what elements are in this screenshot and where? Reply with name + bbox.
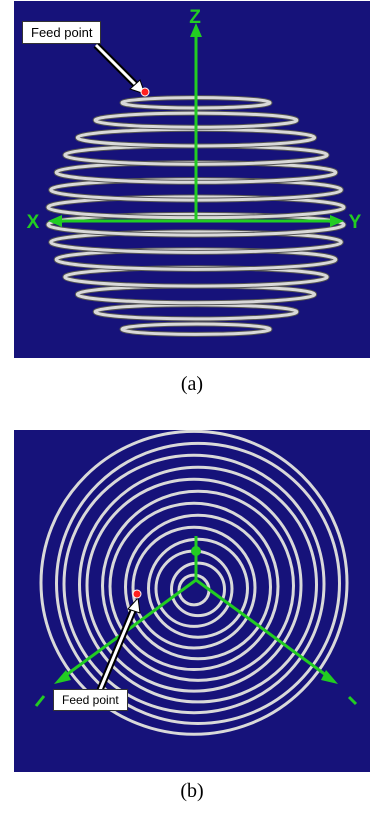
axes — [34, 536, 358, 707]
helix-wire — [39, 430, 349, 736]
helix-ring — [55, 441, 341, 725]
callout-arrow — [93, 42, 146, 95]
helix-ring — [131, 525, 257, 650]
top-view-canvas — [34, 430, 358, 736]
helix-turn — [75, 284, 317, 305]
helix-ring — [124, 513, 272, 661]
helix-ring — [147, 537, 249, 639]
y-arrow-icon — [330, 215, 344, 227]
callout-arrow — [96, 596, 141, 692]
y-axis-label: Y — [349, 212, 362, 233]
helix-turn — [63, 144, 329, 166]
helix-turn — [63, 266, 329, 288]
helix-turn — [54, 161, 338, 184]
axes: Z X Y — [27, 7, 362, 233]
x-arrow-icon — [48, 215, 62, 227]
side-view-canvas: Z X Y — [27, 7, 362, 337]
spherical-helix-side-view: Z X Y — [14, 1, 370, 358]
helix-turn — [46, 195, 346, 220]
helix-ring — [108, 501, 280, 672]
helix-turn — [75, 127, 317, 148]
helix-turn — [93, 111, 299, 129]
helix-turn — [93, 303, 299, 321]
helix-turn — [49, 178, 343, 202]
z-axis-end-icon — [191, 546, 201, 556]
helix-ring — [78, 465, 318, 704]
y-axis — [195, 578, 331, 680]
helix-ring — [62, 453, 326, 715]
caption-b: (b) — [180, 780, 204, 802]
helix-ring — [85, 477, 303, 693]
x-arrow-icon — [54, 670, 71, 684]
feed-point-marker — [132, 589, 142, 599]
helix-turn — [120, 96, 272, 110]
z-arrow-icon — [190, 23, 202, 37]
helix-turn — [120, 322, 272, 336]
feed-point-callout-b: Feed point — [53, 689, 128, 711]
y-axis-label-mark — [347, 695, 358, 706]
feed-point-callout-a: Feed point — [22, 21, 102, 44]
feed-point-marker — [140, 87, 150, 97]
helix-turn — [54, 248, 338, 271]
x-axis-label-mark — [34, 695, 46, 707]
helix-ring — [101, 489, 295, 682]
spherical-helix-top-view — [14, 430, 370, 772]
x-axis-label: X — [27, 212, 40, 233]
z-axis-label: Z — [189, 7, 201, 28]
y-arrow-icon — [321, 670, 338, 684]
helix-ring — [39, 430, 349, 736]
helix-ring — [170, 561, 226, 618]
caption-a: (a) — [180, 373, 204, 395]
helix-turn — [49, 230, 343, 254]
